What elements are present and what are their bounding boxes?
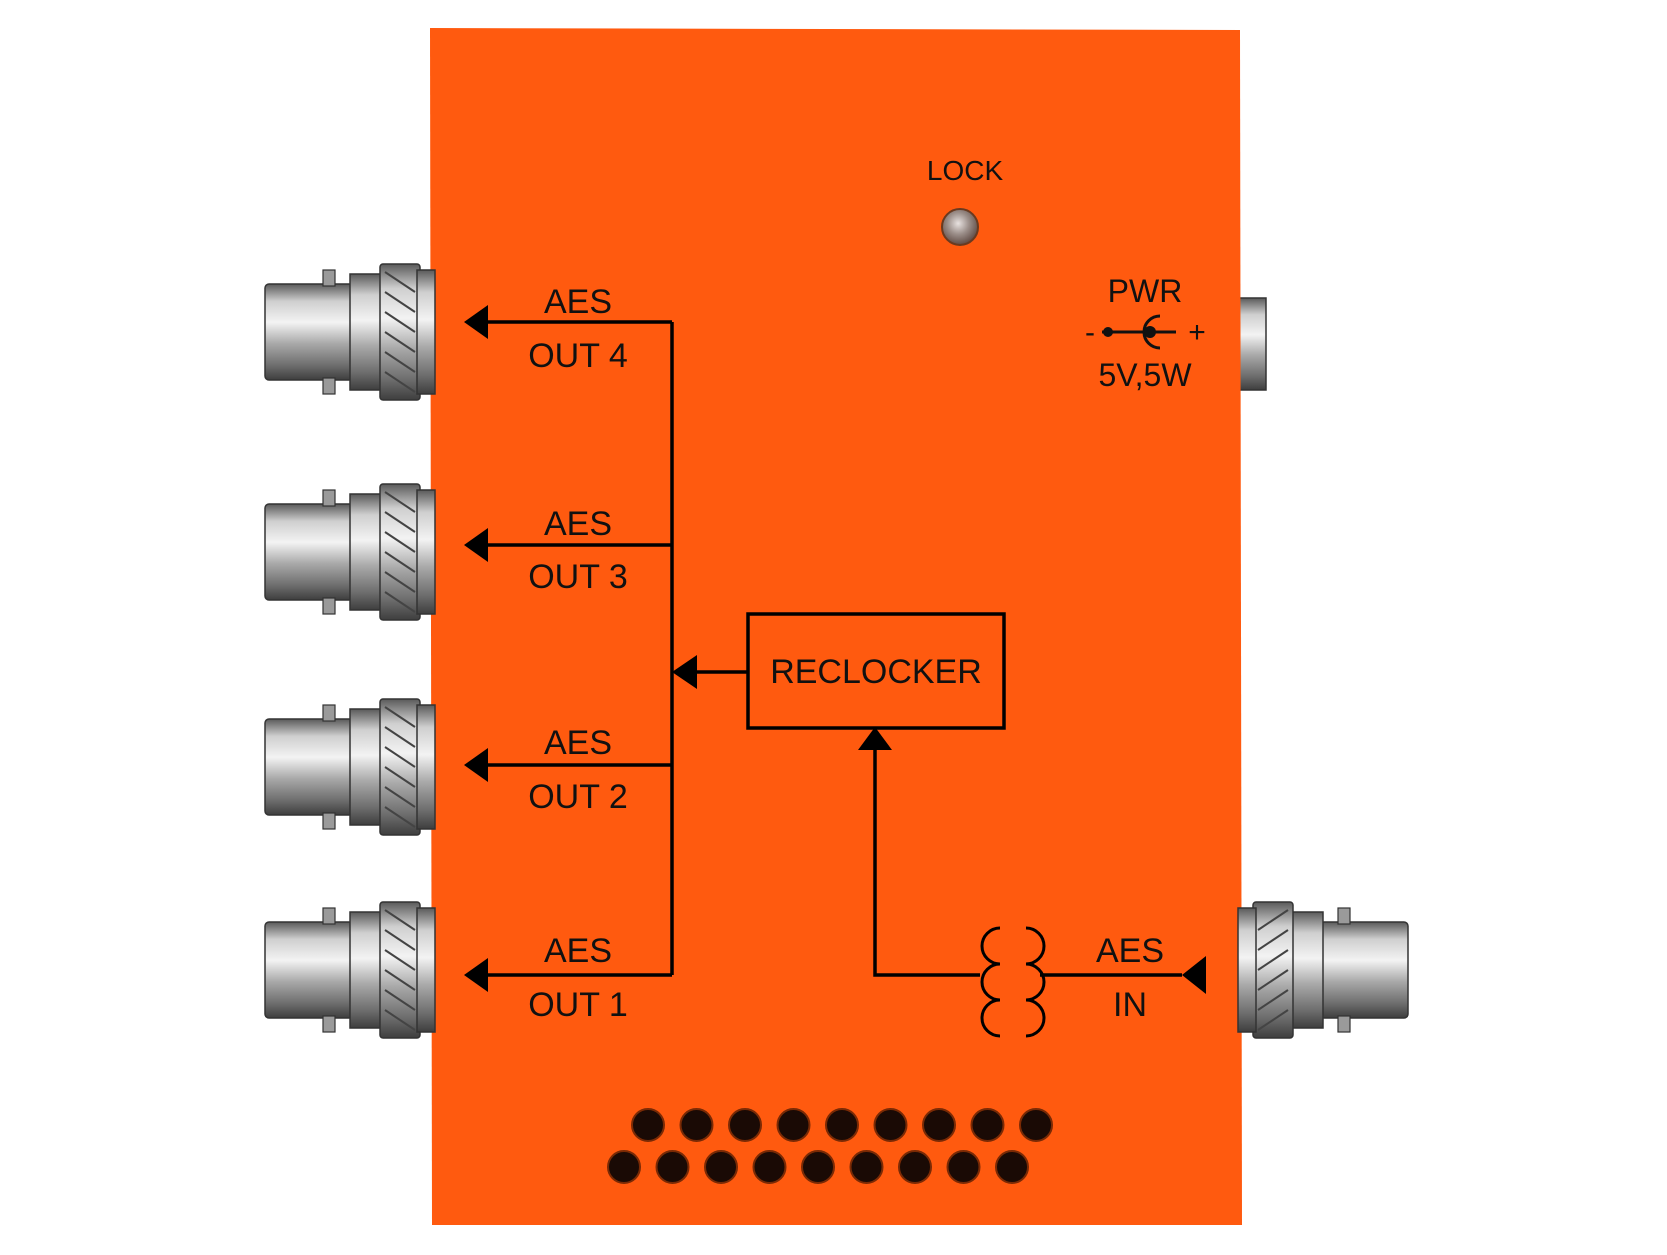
vent-hole-icon	[752, 1150, 787, 1184]
arrowheads	[464, 305, 1206, 994]
bnc-connector-icon	[264, 901, 436, 1039]
vent-hole-icon	[1019, 1108, 1053, 1142]
output-2-line2: OUT 2	[528, 778, 628, 816]
vent-hole-icon	[970, 1108, 1005, 1142]
lock-label: LOCK	[927, 155, 1004, 186]
power-title: PWR	[1108, 273, 1183, 309]
bnc-connector-icon	[264, 263, 436, 401]
output-4-line1: AES	[544, 283, 612, 321]
vent-hole-icon	[849, 1150, 884, 1184]
vent-hole-icon	[704, 1150, 738, 1184]
vent-hole-icon	[995, 1150, 1029, 1184]
dc-polarity-icon	[1102, 314, 1176, 350]
vent-hole-icon	[922, 1108, 956, 1142]
vent-hole-icon	[776, 1108, 811, 1142]
bnc-connector-icon	[1237, 901, 1409, 1039]
reclocker-label: RECLOCKER	[770, 653, 982, 691]
input-line2: IN	[1113, 986, 1147, 1024]
vent-hole-icon	[655, 1150, 690, 1184]
signal-bus	[486, 320, 1182, 977]
vent-hole-icon	[946, 1150, 981, 1184]
bnc-connector-icon	[264, 698, 436, 836]
vent-grid	[607, 1108, 1053, 1184]
output-2-line1: AES	[544, 724, 612, 762]
bnc-connector-icon	[264, 483, 436, 621]
power-plus-label: +	[1188, 316, 1206, 349]
vent-hole-icon	[631, 1108, 665, 1142]
power-minus-label: -	[1085, 316, 1095, 349]
output-1-line1: AES	[544, 932, 612, 970]
lock-led-icon	[941, 208, 979, 246]
vent-hole-icon	[873, 1108, 908, 1142]
vent-hole-icon	[679, 1108, 714, 1142]
vent-hole-icon	[607, 1150, 641, 1184]
vent-hole-icon	[898, 1150, 932, 1184]
vent-hole-icon	[825, 1108, 859, 1142]
transformer-icon	[980, 926, 1046, 1038]
output-3-line1: AES	[544, 505, 612, 543]
output-1-line2: OUT 1	[528, 986, 628, 1024]
input-line1: AES	[1096, 932, 1164, 970]
reclocker-box	[746, 612, 1006, 730]
device-enclosure	[430, 28, 1242, 1225]
vent-hole-icon	[728, 1108, 762, 1142]
vent-hole-icon	[801, 1150, 835, 1184]
output-3-line2: OUT 3	[528, 558, 628, 596]
power-rating: 5V,5W	[1098, 357, 1192, 393]
output-4-line2: OUT 4	[528, 337, 628, 375]
